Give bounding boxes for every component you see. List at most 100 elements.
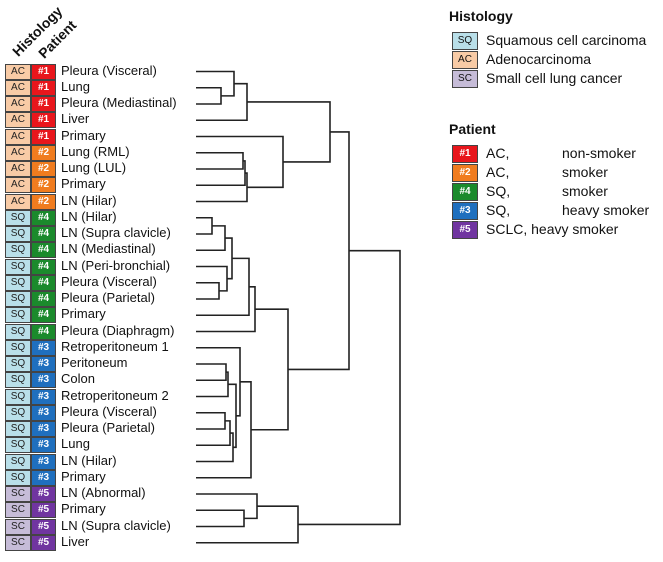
patient-cell: #3 <box>31 404 56 421</box>
sample-label: Lung (RML) <box>61 143 130 159</box>
patient-cell: #4 <box>31 274 56 291</box>
patient-cell: #3 <box>31 356 56 372</box>
patient-cell: #4 <box>31 258 56 275</box>
histology-cell: AC <box>5 63 31 80</box>
dendrogram-link-19 <box>196 432 234 463</box>
patient-cell: #3 <box>31 421 56 437</box>
dendrogram-link-23 <box>251 308 289 431</box>
sample-label: LN (Supra clavicle) <box>61 225 171 240</box>
histology-cell: SQ <box>5 291 31 307</box>
sample-label: LN (Abnormal) <box>61 485 146 500</box>
legend-smoking: non-smoker <box>562 145 636 161</box>
legend-type: SQ, <box>486 202 511 218</box>
patient-cell: #1 <box>31 63 56 80</box>
histology-cell: SC <box>5 518 31 535</box>
dendrogram-link-8 <box>196 216 213 235</box>
sample-label: Retroperitoneum 1 <box>61 338 169 354</box>
sample-label: Lung (LUL) <box>61 160 127 175</box>
patient-cell: #3 <box>31 453 56 470</box>
histology-cell: SQ <box>5 339 31 356</box>
sample-label: Lung <box>61 78 90 94</box>
dendrogram-link-11 <box>196 265 228 292</box>
patient-cell: #3 <box>31 339 56 356</box>
histology-cell: SQ <box>5 274 31 291</box>
legend-swatch-patient-5: #5 <box>452 221 478 239</box>
dendrogram-link-27 <box>196 505 299 544</box>
sample-label: Pleura (Parietal) <box>61 420 155 435</box>
sample-label: LN (Hilar) <box>61 192 117 208</box>
dendrogram-link-12 <box>225 237 233 280</box>
legend-swatch-patient-4: #4 <box>452 183 478 201</box>
histology-cell: AC <box>5 112 31 129</box>
legend-smoking: smoker <box>562 164 608 180</box>
histology-cell: AC <box>5 79 31 96</box>
histology-cell: SQ <box>5 356 31 372</box>
legend-swatch-patient-1: #1 <box>452 145 478 163</box>
patient-cell: #4 <box>31 226 56 242</box>
dendrogram-link-4 <box>196 160 246 187</box>
histology-cell: SQ <box>5 307 31 324</box>
histology-cell: SQ <box>5 469 31 486</box>
histology-cell: SC <box>5 502 31 519</box>
patient-cell: #5 <box>31 486 56 502</box>
sample-label: Pleura (Visceral) <box>61 273 157 289</box>
sample-label: Retroperitoneum 2 <box>61 387 169 403</box>
histology-cell: SC <box>5 486 31 502</box>
dendrogram-link-0 <box>196 86 222 105</box>
legend-text: Squamous cell carcinoma <box>486 32 647 48</box>
patient-cell: #1 <box>31 112 56 129</box>
legend-type: SCLC, heavy smoker <box>486 221 619 237</box>
patient-cell: #2 <box>31 177 56 194</box>
dendrogram-link-14 <box>196 286 256 333</box>
histology-cell: AC <box>5 177 31 194</box>
sample-label: Pleura (Parietal) <box>61 290 155 305</box>
histology-cell: AC <box>5 128 31 145</box>
dendrogram-link-10 <box>196 281 220 300</box>
dendrogram-link-25 <box>196 509 245 528</box>
histology-cell: SQ <box>5 258 31 275</box>
dendrogram-link-17 <box>196 411 226 430</box>
dendrogram-link-7 <box>247 101 331 163</box>
patient-cell: #2 <box>31 144 56 161</box>
sample-label: LN (Hilar) <box>61 208 117 224</box>
histology-cell: SQ <box>5 421 31 437</box>
histology-cell: SQ <box>5 209 31 226</box>
dendrogram-link-24 <box>288 131 350 371</box>
sample-label: LN (Peri-bronchial) <box>61 257 171 273</box>
dendrogram-link-3 <box>196 151 244 170</box>
sample-label: LN (Supra clavicle) <box>61 517 171 533</box>
legend-swatch-sc: SC <box>452 70 478 88</box>
patient-cell: #1 <box>31 79 56 96</box>
sample-label: Colon <box>61 371 95 387</box>
patient-legend-title: Patient <box>449 121 496 137</box>
patient-cell: #4 <box>31 307 56 324</box>
sample-label: Liver <box>61 111 90 127</box>
legend-text: Adenocarcinoma <box>486 51 592 67</box>
patient-cell: #2 <box>31 193 56 210</box>
histology-cell: SQ <box>5 372 31 389</box>
histology-cell: SQ <box>5 404 31 421</box>
sample-label: LN (Hilar) <box>61 452 117 468</box>
patient-cell: #3 <box>31 372 56 389</box>
histology-cell: AC <box>5 161 31 177</box>
dendrogram-link-26 <box>196 493 258 520</box>
histology-legend-title: Histology <box>449 8 513 24</box>
sample-label: Peritoneum <box>61 355 128 370</box>
patient-cell: #3 <box>31 437 56 454</box>
sample-label: Pleura (Mediastinal) <box>61 95 177 110</box>
dendrogram-link-1 <box>196 70 235 97</box>
dendrogram-link-21 <box>196 346 241 417</box>
legend-swatch-ac: AC <box>452 51 478 69</box>
legend-type: AC, <box>486 164 510 180</box>
sample-label: Pleura (Visceral) <box>61 403 157 419</box>
patient-cell: #4 <box>31 291 56 307</box>
sample-label: Liver <box>61 533 90 549</box>
patient-cell: #5 <box>31 502 56 519</box>
sample-label: LN (Mediastinal) <box>61 241 156 257</box>
patient-cell: #5 <box>31 534 56 551</box>
patient-cell: #1 <box>31 128 56 145</box>
sample-label: Lung <box>61 436 90 452</box>
histology-cell: AC <box>5 144 31 161</box>
dendrogram-link-6 <box>196 135 284 189</box>
